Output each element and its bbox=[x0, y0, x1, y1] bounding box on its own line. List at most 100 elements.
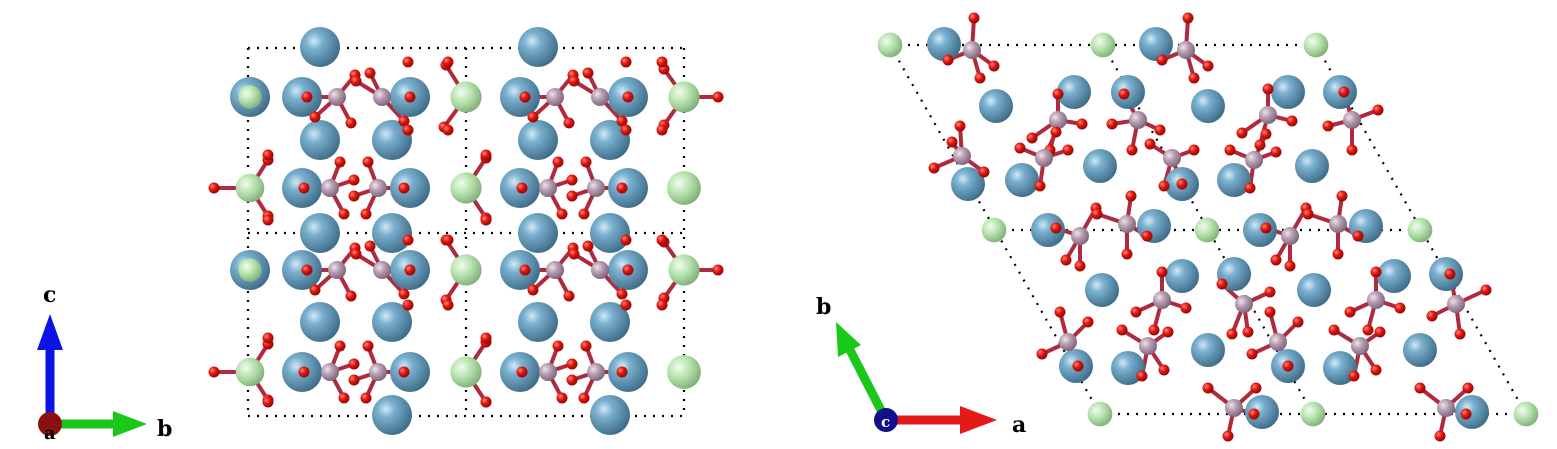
oxygen-atom bbox=[362, 156, 374, 168]
oxygen-atom bbox=[1121, 248, 1133, 260]
oxygen-atom bbox=[348, 190, 360, 202]
oxygen-atom bbox=[1216, 278, 1228, 290]
oxygen-atom bbox=[1156, 54, 1168, 66]
oxygen-atom bbox=[1362, 324, 1374, 336]
mauve-atom bbox=[321, 179, 339, 197]
oxygen-atom bbox=[1050, 222, 1062, 234]
oxygen-atom bbox=[1076, 118, 1088, 130]
oxygen-atom bbox=[620, 124, 632, 136]
mauve-atom bbox=[1447, 295, 1465, 313]
oxygen-atom bbox=[345, 117, 357, 129]
oxygen-atom bbox=[1248, 408, 1260, 420]
oxygen-atom bbox=[527, 284, 539, 296]
large-blue-atom bbox=[1057, 75, 1091, 109]
mauve-atom bbox=[373, 88, 391, 106]
oxygen-atom bbox=[262, 396, 274, 408]
oxygen-atom bbox=[566, 174, 578, 186]
green-atom bbox=[981, 217, 1007, 243]
oxygen-atom bbox=[568, 248, 580, 260]
mauve-atom bbox=[1269, 333, 1287, 351]
oxygen-atom bbox=[566, 358, 578, 370]
oxygen-atom bbox=[1244, 182, 1256, 194]
oxygen-atom bbox=[622, 264, 634, 276]
mauve-atom bbox=[373, 261, 391, 279]
oxygen-atom bbox=[1036, 348, 1048, 360]
oxygen-atom bbox=[1158, 364, 1170, 376]
large-blue-atom bbox=[1295, 149, 1329, 183]
mauve-atom bbox=[369, 179, 387, 197]
oxygen-atom bbox=[1130, 306, 1142, 318]
mauve-atom bbox=[1367, 291, 1385, 309]
oxygen-atom bbox=[338, 208, 350, 220]
oxygen-atom bbox=[1136, 370, 1148, 382]
oxygen-atom bbox=[712, 264, 724, 276]
oxygen-atom bbox=[1126, 144, 1138, 156]
left-atoms bbox=[208, 27, 724, 435]
oxygen-atom bbox=[656, 299, 668, 311]
b-axis-arrow-shaft bbox=[845, 347, 891, 423]
oxygen-atom bbox=[578, 392, 590, 404]
oxygen-atom bbox=[580, 156, 592, 168]
oxygen-atom bbox=[480, 214, 492, 226]
oxygen-atom bbox=[1026, 132, 1038, 144]
oxygen-atom bbox=[968, 12, 980, 24]
mauve-atom bbox=[1163, 149, 1181, 167]
green-atom bbox=[450, 81, 482, 113]
oxygen-atom bbox=[350, 75, 362, 87]
large-blue-atom bbox=[300, 302, 340, 342]
oxygen-atom bbox=[974, 72, 986, 84]
green-atom bbox=[1303, 32, 1329, 58]
oxygen-atom bbox=[442, 299, 454, 311]
oxygen-atom bbox=[1426, 310, 1438, 322]
mauve-atom bbox=[539, 179, 557, 197]
oxygen-atom bbox=[552, 340, 564, 352]
oxygen-atom bbox=[1091, 208, 1103, 220]
oxygen-atom bbox=[1264, 306, 1276, 318]
oxygen-atom bbox=[1372, 104, 1384, 116]
oxygen-atom bbox=[622, 91, 634, 103]
oxygen-atom bbox=[262, 332, 274, 344]
large-blue-atom bbox=[1271, 75, 1305, 109]
green-atom bbox=[235, 173, 265, 203]
oxygen-atom bbox=[556, 208, 568, 220]
oxygen-atom bbox=[566, 190, 578, 202]
large-blue-atom bbox=[372, 120, 412, 160]
large-blue-atom bbox=[1323, 351, 1357, 385]
oxygen-atom bbox=[1250, 382, 1262, 394]
a-axis-label: a bbox=[44, 423, 56, 444]
mauve-atom bbox=[1235, 295, 1253, 313]
oxygen-atom bbox=[1188, 144, 1200, 156]
oxygen-atom bbox=[519, 91, 531, 103]
oxygen-atom bbox=[616, 115, 628, 127]
mauve-atom bbox=[1059, 333, 1077, 351]
a-axis-arrowhead bbox=[960, 406, 997, 434]
oxygen-atom bbox=[1202, 382, 1214, 394]
oxygen-atom bbox=[1394, 302, 1406, 314]
oxygen-atom bbox=[1116, 324, 1128, 336]
oxygen-atom bbox=[442, 124, 454, 136]
oxygen-atom bbox=[928, 162, 940, 174]
large-blue-atom bbox=[1403, 333, 1437, 367]
large-blue-atom bbox=[372, 213, 412, 253]
oxygen-atom bbox=[566, 374, 578, 386]
oxygen-atom bbox=[360, 392, 372, 404]
mauve-atom bbox=[1259, 106, 1277, 124]
oxygen-atom bbox=[1346, 144, 1358, 156]
oxygen-atom bbox=[360, 208, 372, 220]
b-axis-arrowhead bbox=[836, 322, 861, 357]
large-blue-atom bbox=[518, 120, 558, 160]
oxygen-atom bbox=[334, 340, 346, 352]
oxygen-atom bbox=[348, 174, 360, 186]
mauve-atom bbox=[591, 88, 609, 106]
mauve-atom bbox=[1035, 149, 1053, 167]
large-blue-atom bbox=[300, 120, 340, 160]
oxygen-atom bbox=[712, 91, 724, 103]
large-blue-atom bbox=[1377, 259, 1411, 293]
oxygen-atom bbox=[1141, 230, 1153, 242]
oxygen-atom bbox=[309, 284, 321, 296]
large-blue-atom bbox=[590, 302, 630, 342]
oxygen-atom bbox=[516, 182, 528, 194]
large-blue-atom bbox=[1243, 213, 1277, 247]
oxygen-atom bbox=[404, 264, 416, 276]
large-blue-atom bbox=[1083, 149, 1117, 183]
